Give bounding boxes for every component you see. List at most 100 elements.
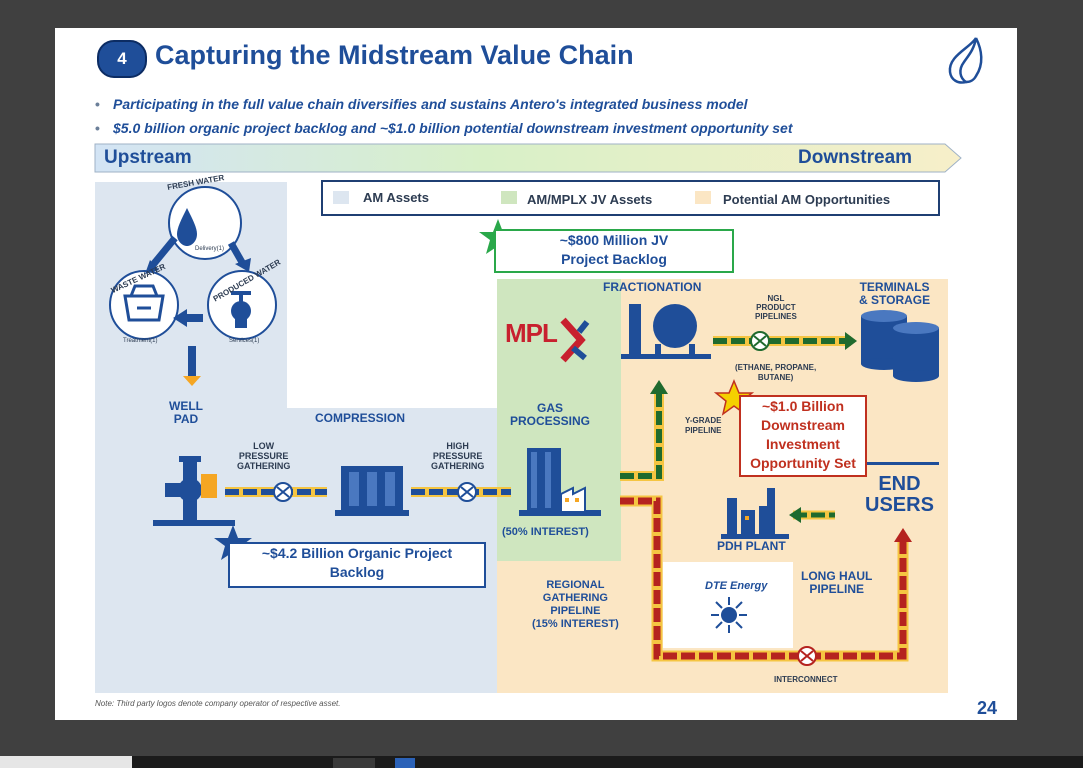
long-haul-label: LONG HAUL PIPELINE (801, 570, 872, 596)
high-pressure-pipeline (411, 482, 511, 502)
gas-processing-label: GAS PROCESSING (510, 402, 590, 428)
flame-logo-icon (948, 37, 983, 84)
ethane-label: (ETHANE, PROPANE, BUTANE) (735, 363, 816, 383)
y-grade-pipeline (620, 380, 668, 481)
terminals-line-1: TERMINALS (859, 280, 930, 294)
downstream-callout-line-1: ~$1.0 Billion (761, 398, 845, 414)
legend-potential: Potential AM Opportunities (723, 192, 891, 207)
taskbar-item[interactable] (333, 758, 375, 768)
storage-tanks-icon (861, 310, 939, 382)
ngl-line-3: PIPELINES (755, 312, 797, 321)
high-pressure-line-2: PRESSURE (432, 451, 483, 461)
slide-title: Capturing the Midstream Value Chain (155, 40, 634, 70)
low-pressure-line-1: LOW (253, 441, 275, 451)
ngl-line-1: NGL (767, 294, 785, 303)
low-pressure-line-2: PRESSURE (238, 451, 289, 461)
downstream-callout-line-2: Downstream (760, 417, 846, 433)
dte-sunburst-icon (711, 597, 747, 633)
y-grade-label: Y-GRADE PIPELINE (685, 416, 721, 436)
services-label: Services(1) (229, 338, 260, 344)
compression-label: COMPRESSION (315, 411, 406, 425)
end-users-line-2: USERS (865, 494, 934, 516)
potential-region (497, 279, 948, 693)
end-users-pipeline (789, 507, 835, 523)
high-pressure-label: HIGH PRESSURE GATHERING (431, 441, 484, 471)
end-users-underline (863, 462, 939, 465)
bullet-2-text: $5.0 billion organic project backlog and… (113, 120, 793, 136)
high-pressure-line-1: HIGH (446, 441, 469, 451)
fractionation-icon (621, 304, 711, 359)
water-cycle-graphic (109, 186, 277, 386)
end-users-line-1: END (878, 473, 921, 495)
organic-callout-line-1: ~$4.2 Billion Organic Project (261, 545, 453, 561)
bullet-2: •$5.0 billion organic project backlog an… (95, 120, 793, 136)
jv-callout-line-1: ~$800 Million JV (559, 232, 669, 248)
organic-backlog-callout: ~$4.2 Billion Organic Project Backlog (228, 542, 486, 588)
upstream-downstream-arrow (94, 143, 962, 173)
valve-icon (231, 291, 251, 328)
legend-swatch-potential (695, 191, 711, 204)
bullet-1: •Participating in the full value chain d… (95, 96, 748, 112)
pdh-plant-label: PDH PLANT (717, 539, 786, 553)
downstream-label: Downstream (798, 147, 913, 168)
organic-callout-line-2: Backlog (329, 564, 385, 580)
interconnect-label: INTERCONNECT (774, 675, 838, 684)
regional-line-1: REGIONAL (546, 579, 605, 591)
regional-long-haul-pipeline (620, 495, 912, 666)
high-pressure-line-3: GATHERING (431, 461, 485, 471)
y-grade-line-2: PIPELINE (685, 426, 722, 435)
downstream-callout-line-3: Investment (766, 436, 840, 452)
legend: AM Assets AM/MPLX JV Assets Potential AM… (321, 180, 940, 216)
long-haul-line-1: LONG HAUL (801, 569, 873, 583)
regional-line-4: (15% INTEREST) (532, 618, 619, 630)
regional-line-3: PIPELINE (550, 605, 601, 617)
jv-callout-line-2: Project Backlog (561, 251, 667, 267)
gas-processing-line-2: PROCESSING (510, 414, 591, 428)
taskbar-search-area[interactable] (0, 756, 132, 768)
treatment-label: Treatment(1) (123, 338, 158, 344)
treatment-tank-icon (123, 284, 165, 322)
y-grade-line-1: Y-GRADE (685, 416, 722, 425)
downstream-opportunity-callout: ~$1.0 Billion Downstream Investment Oppo… (739, 395, 867, 477)
low-pressure-line-3: GATHERING (237, 461, 291, 471)
interest-50-label: (50% INTEREST) (502, 526, 589, 538)
pdh-plant-icon (721, 488, 789, 539)
taskbar-app-icon[interactable] (395, 758, 415, 768)
well-pad-line-2: PAD (173, 412, 199, 426)
legend-swatch-jv (501, 191, 517, 204)
legend-jv-assets: AM/MPLX JV Assets (527, 192, 653, 207)
water-drop-icon (177, 208, 197, 246)
gas-processing-line-1: GAS (537, 401, 564, 415)
well-pad-icon (153, 456, 235, 526)
delivery-label: Delivery(1) (195, 246, 225, 252)
slide: 4 Capturing the Midstream Value Chain •P… (55, 28, 1017, 720)
mplx-logo: MPL (505, 317, 590, 363)
svg-text:MPL: MPL (505, 318, 558, 348)
legend-am-assets: AM Assets (363, 190, 429, 205)
end-users-label: END USERS (865, 474, 934, 516)
ngl-line-2: PRODUCT (756, 303, 796, 312)
regional-line-2: GATHERING (542, 592, 608, 604)
low-pressure-label: LOW PRESSURE GATHERING (237, 441, 290, 471)
long-haul-line-2: PIPELINE (809, 582, 864, 596)
processing-plant-icon (519, 448, 601, 516)
well-pad-label: WELL PAD (169, 400, 203, 426)
terminals-label: TERMINALS & STORAGE (859, 281, 930, 307)
ethane-line-2: BUTANE) (757, 373, 794, 382)
well-pad-line-1: WELL (169, 399, 203, 413)
terminals-line-2: & STORAGE (859, 293, 931, 307)
ethane-line-1: (ETHANE, PROPANE, (735, 363, 817, 372)
compressor-icon (335, 466, 409, 516)
regional-gathering-label: REGIONAL GATHERING PIPELINE (15% INTERES… (532, 579, 619, 631)
footnote: Note: Third party logos denote company o… (95, 699, 341, 708)
downstream-callout-line-4: Opportunity Set (750, 455, 856, 471)
low-pressure-pipeline (225, 482, 327, 502)
ngl-pipeline (713, 331, 857, 351)
section-number-badge: 4 (97, 40, 147, 78)
jv-backlog-callout: ~$800 Million JV Project Backlog (494, 229, 734, 273)
fractionation-label: FRACTIONATION (603, 280, 702, 294)
page-number: 24 (977, 698, 998, 718)
bullet-1-text: Participating in the full value chain di… (113, 96, 748, 112)
dte-energy-logo: DTE Energy (705, 580, 768, 592)
legend-swatch-am (333, 191, 349, 204)
